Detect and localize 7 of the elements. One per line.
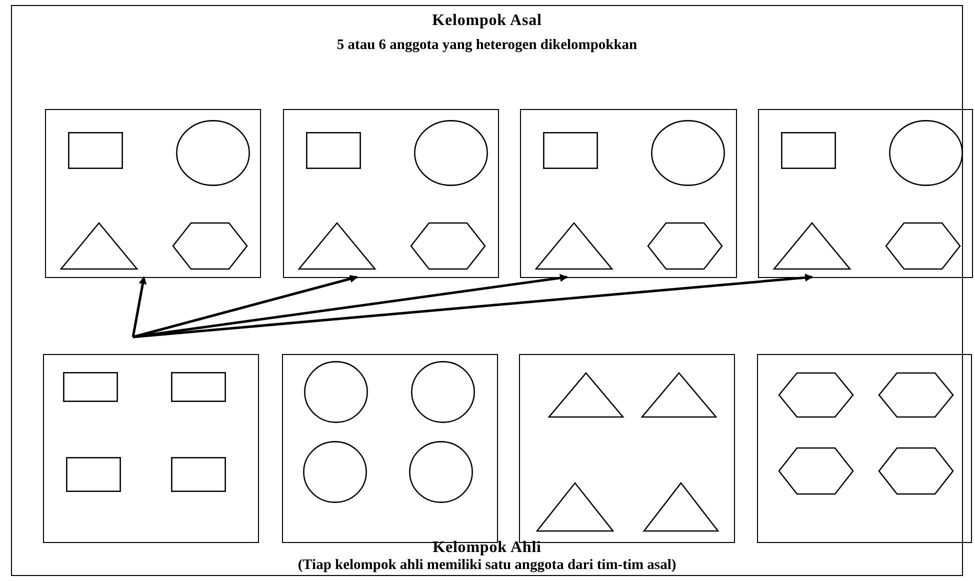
arrow xyxy=(132,274,813,338)
arrow xyxy=(132,274,358,338)
heading: Kelompok Asal xyxy=(432,12,542,30)
heading: Kelompok Ahli xyxy=(432,539,542,557)
subheading: 5 atau 6 anggota yang heterogen dikelompokkan xyxy=(336,38,638,54)
arrow xyxy=(132,276,147,338)
subheading: (Tiap kelompok ahli memiliki satu anggota dari tim-tim asal) xyxy=(298,558,676,574)
